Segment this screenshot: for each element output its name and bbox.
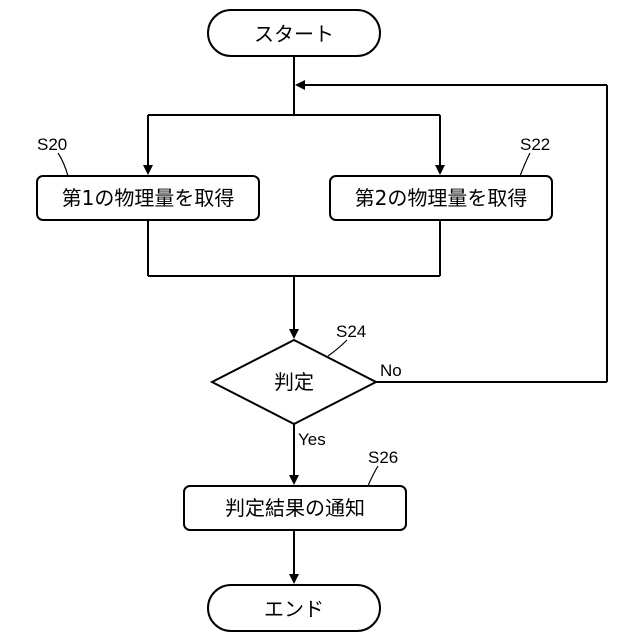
process-step1: 第1の物理量を取得 bbox=[37, 176, 259, 220]
process-step2: 第2の物理量を取得 bbox=[330, 176, 552, 220]
decision-label: 判定 bbox=[274, 370, 314, 394]
ref-s24: S24 bbox=[336, 322, 366, 341]
ref-s26: S26 bbox=[368, 448, 398, 467]
notify-label: 判定結果の通知 bbox=[225, 496, 365, 520]
ref-s20-leader bbox=[58, 153, 68, 176]
edge-label-no: No bbox=[380, 361, 402, 380]
edge-label-yes: Yes bbox=[298, 430, 326, 449]
ref-s26-leader bbox=[368, 466, 378, 486]
ref-s22: S22 bbox=[520, 135, 550, 154]
start-terminal: スタート bbox=[208, 10, 380, 56]
ref-s24-leader bbox=[328, 340, 347, 356]
step2-label: 第2の物理量を取得 bbox=[355, 186, 528, 210]
step1-label: 第1の物理量を取得 bbox=[62, 186, 235, 210]
start-label: スタート bbox=[254, 22, 334, 46]
end-label: エンド bbox=[264, 597, 324, 621]
ref-s22-leader bbox=[520, 153, 530, 176]
decision-diamond: 判定 bbox=[212, 340, 376, 424]
process-notify: 判定結果の通知 bbox=[184, 486, 406, 530]
end-terminal: エンド bbox=[208, 585, 380, 631]
ref-s20: S20 bbox=[37, 135, 67, 154]
